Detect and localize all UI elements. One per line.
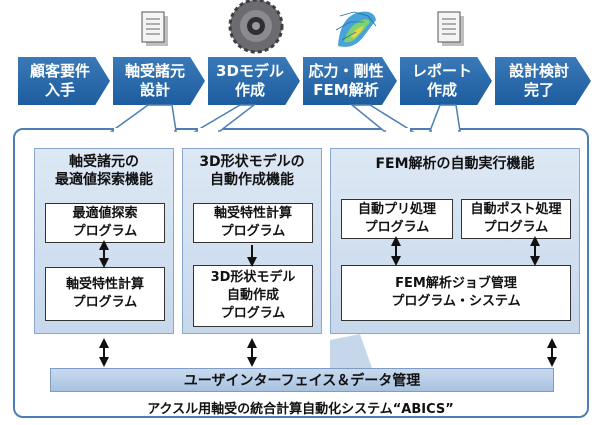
step-design-complete: 設計検討 完了 bbox=[495, 57, 591, 105]
program-3d-model-auto: 3D形状モデル 自動作成 プログラム bbox=[193, 265, 313, 327]
panel-title: 軸受諸元の 最適値探索機能 bbox=[55, 154, 153, 188]
step-bearing-spec-design: 軸受諸元 設計 bbox=[113, 57, 205, 105]
panel-3d-model-auto: 3D形状モデルの 自動作成機能 軸受特性計算 プログラム 3D形状モデル 自動作… bbox=[182, 148, 322, 334]
fem-mesh-icon bbox=[335, 11, 377, 47]
system-caption: アクスル用軸受の統合計算自動化システム“ABICS” bbox=[147, 402, 454, 417]
program-bearing-calc: 軸受特性計算 プログラム bbox=[193, 203, 313, 243]
program-bearing-calc: 軸受特性計算 プログラム bbox=[45, 267, 165, 321]
program-auto-post: 自動ポスト処理 プログラム bbox=[461, 199, 571, 239]
step-fem-analysis: 応力・剛性 FEM解析 bbox=[303, 57, 397, 105]
document-icon bbox=[437, 11, 464, 46]
panel-fem-auto: FEM解析の自動実行機能 自動プリ処理 プログラム 自動ポスト処理 プログラム … bbox=[330, 148, 580, 334]
step-customer-requirements: 顧客要件 入手 bbox=[18, 57, 110, 105]
bearing-icon bbox=[228, 0, 284, 54]
interface-data-bar: ユーザインターフェイス＆データ管理 bbox=[50, 368, 554, 392]
program-fem-job-manager: FEM解析ジョブ管理 プログラム・システム bbox=[341, 265, 571, 321]
step-3d-model: 3Dモデル 作成 bbox=[208, 57, 300, 105]
step-report: レポート 作成 bbox=[400, 57, 492, 105]
document-icon bbox=[141, 11, 168, 46]
panel-title: 3D形状モデルの 自動作成機能 bbox=[199, 154, 305, 188]
panel-title: FEM解析の自動実行機能 bbox=[375, 156, 535, 172]
top-icons bbox=[141, 0, 464, 54]
